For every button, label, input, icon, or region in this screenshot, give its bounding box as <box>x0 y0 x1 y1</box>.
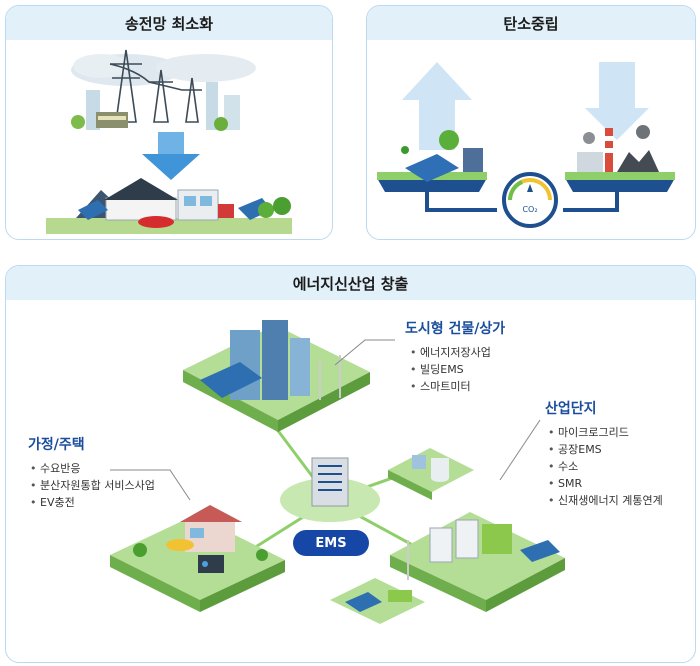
ems-center-tile <box>280 457 380 522</box>
city-section-list: 에너지저장사업 빌딩EMS 스마트미터 <box>410 344 491 395</box>
power-pylon-icon <box>109 49 202 123</box>
city-building-tile <box>183 320 370 432</box>
home-section-list: 수요반응 분산자원통합 서비스사업 EV충전 <box>30 460 155 511</box>
complex-section-list: 마이크로그리드 공장EMS 수소 SMR 신재생에너지 계통연계 <box>548 424 663 509</box>
list-item: 수요반응 <box>30 460 155 477</box>
panel-carbon-neutral: 탄소중립 <box>366 5 696 240</box>
list-item: 신재생에너지 계통연계 <box>548 492 663 509</box>
complex-section-title: 산업단지 <box>545 401 597 417</box>
ems-hub-badge: EMS <box>293 530 369 556</box>
panel-grid-minimization: 송전망 최소화 <box>5 5 333 240</box>
panel-grid-title: 송전망 최소화 <box>6 6 332 40</box>
co2-label: CO₂ <box>522 205 537 214</box>
list-item: 빌딩EMS <box>410 361 491 378</box>
panel-carbon-title: 탄소중립 <box>367 6 695 40</box>
list-item: SMR <box>548 475 663 492</box>
home-tile <box>110 505 285 612</box>
list-item: 공장EMS <box>548 441 663 458</box>
carbon-illustration: CO₂ <box>367 40 695 239</box>
list-item: 분산자원통합 서비스사업 <box>30 477 155 494</box>
city-section-title: 도시형 건물/상가 <box>405 321 506 337</box>
list-item: 에너지저장사업 <box>410 344 491 361</box>
arrow-down-icon <box>142 132 200 180</box>
list-item: 마이크로그리드 <box>548 424 663 441</box>
co2-gauge-icon <box>502 172 558 228</box>
panel-industry-title: 에너지신산업 창출 <box>6 266 695 300</box>
arrow-down-icon <box>585 62 649 140</box>
home-section-title: 가정/주택 <box>28 437 85 453</box>
list-item: 스마트미터 <box>410 378 491 395</box>
list-item: EV충전 <box>30 494 155 511</box>
grid-illustration <box>6 40 332 239</box>
list-item: 수소 <box>548 458 663 475</box>
industrial-complex-tile <box>330 448 565 624</box>
